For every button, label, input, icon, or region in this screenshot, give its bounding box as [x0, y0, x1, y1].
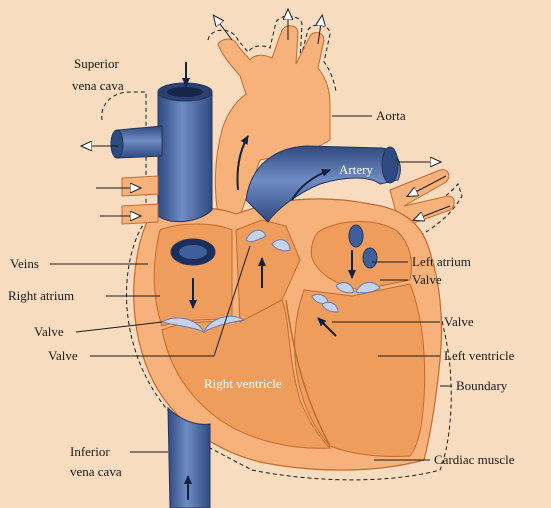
label-left-atrium: Left atrium: [412, 254, 471, 269]
label-right-atrium: Right atrium: [8, 288, 74, 303]
label-valve-aortic: Valve: [444, 314, 474, 329]
label-valve-pulmonary: Valve: [48, 348, 78, 363]
label-left-ventricle: Left ventricle: [444, 348, 515, 363]
label-cardiac-muscle: Cardiac muscle: [434, 452, 515, 467]
label-aorta: Aorta: [376, 108, 406, 123]
label-inferior-vena-cava-1: Inferior: [70, 444, 110, 459]
label-right-ventricle: Right ventricle: [204, 376, 282, 391]
label-artery: Artery: [339, 162, 373, 177]
label-veins: Veins: [10, 256, 39, 271]
pulmonary-artery-opening: [382, 147, 398, 183]
superior-vena-cava: [158, 92, 212, 222]
left-atrium-opening-1: [349, 225, 363, 247]
left-vein-opening: [111, 130, 123, 158]
label-boundary: Boundary: [456, 378, 508, 393]
label-valve-mitral: Valve: [412, 272, 442, 287]
label-superior-vena-cava-1: Superior: [74, 56, 119, 71]
superior-vena-cava-lumen: [167, 87, 203, 97]
label-inferior-vena-cava-2: vena cava: [70, 464, 122, 479]
label-valve-tricuspid: Valve: [34, 324, 64, 339]
left-atrium-opening-2: [363, 248, 377, 268]
right-atrium-opening-inner: [179, 245, 207, 259]
label-superior-vena-cava-2: vena cava: [72, 78, 124, 93]
